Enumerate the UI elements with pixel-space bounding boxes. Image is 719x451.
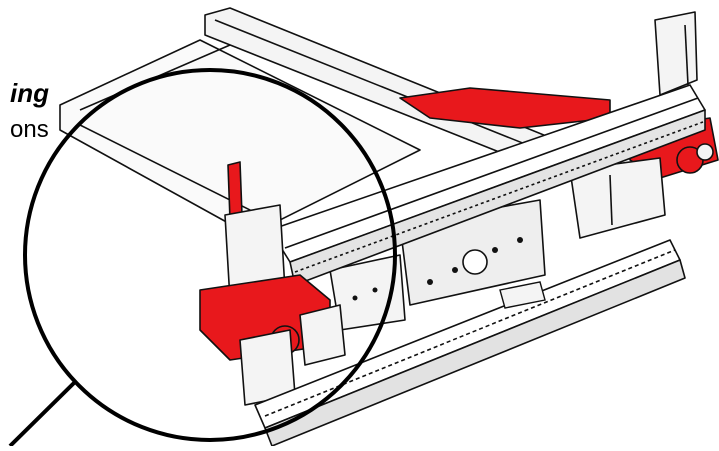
left-rail: [59, 39, 421, 236]
right-post: [654, 11, 698, 96]
left-post: [227, 161, 243, 221]
caption-title-fragment: ing: [10, 78, 49, 108]
right-cabinet: [569, 157, 666, 239]
red-base-shoe: [499, 281, 546, 309]
caption-subtitle-fragment: ons: [10, 116, 49, 143]
magnifier-circle: [23, 68, 397, 442]
magnifier-callout: [8, 68, 397, 448]
magnifier-handle: [8, 380, 77, 448]
